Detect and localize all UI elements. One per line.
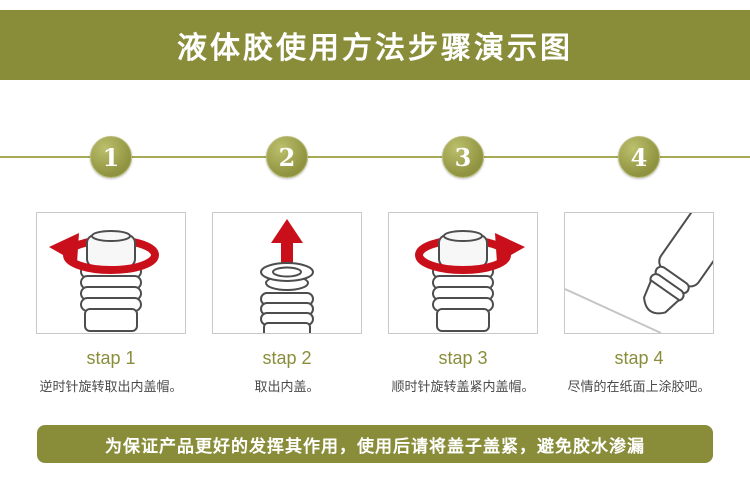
step-3-column: stap 3 顺时针旋转盖紧内盖帽。	[388, 212, 538, 395]
step-1-badge: 1	[90, 136, 132, 178]
step-number-row: 1 2 3 4	[0, 136, 750, 178]
step-3-caption: 顺时针旋转盖紧内盖帽。	[391, 379, 535, 394]
step-4-caption: 尽情的在纸面上涂胶吧。	[567, 379, 711, 394]
header-banner: 液体胶使用方法步骤演示图	[0, 10, 750, 80]
rotate-clockwise-cap-illustration	[415, 230, 525, 332]
step-1-caption: 逆时针旋转取出内盖帽。	[39, 379, 183, 394]
steps-columns: stap 1 逆时针旋转取出内盖帽。	[0, 212, 750, 395]
step-2-image-box	[212, 212, 362, 334]
step-4-image-box	[564, 212, 714, 334]
step-1-column: stap 1 逆时针旋转取出内盖帽。	[36, 212, 186, 395]
step-3-image-box	[388, 212, 538, 334]
step-2-badge: 2	[266, 136, 308, 178]
step-4-badge: 4	[618, 136, 660, 178]
step-4-column: stap 4 尽情的在纸面上涂胶吧。	[564, 212, 714, 395]
step-4-label: stap 4	[614, 348, 664, 368]
step-3-label: stap 3	[438, 348, 488, 368]
step-1-image-box	[36, 212, 186, 334]
step-2-column: stap 2 取出内盖。	[212, 212, 362, 395]
step-connector-line	[0, 156, 750, 158]
rotate-counterclockwise-cap-illustration	[49, 230, 159, 332]
footer-note-text: 为保证产品更好的发挥其作用，使用后请将盖子盖紧，避免胶水渗漏	[105, 436, 645, 456]
lift-inner-cap-illustration	[260, 219, 314, 333]
step-1-label: stap 1	[86, 348, 136, 368]
footer-note-banner: 为保证产品更好的发挥其作用，使用后请将盖子盖紧，避免胶水渗漏	[37, 425, 713, 463]
page-title: 液体胶使用方法步骤演示图	[177, 32, 573, 65]
step-3-badge: 3	[442, 136, 484, 178]
step-2-caption: 取出内盖。	[254, 379, 320, 394]
instruction-diagram-page: 液体胶使用方法步骤演示图 1 2 3 4	[0, 10, 750, 501]
apply-glue-on-paper-illustration	[565, 213, 713, 333]
step-2-label: stap 2	[262, 348, 312, 368]
